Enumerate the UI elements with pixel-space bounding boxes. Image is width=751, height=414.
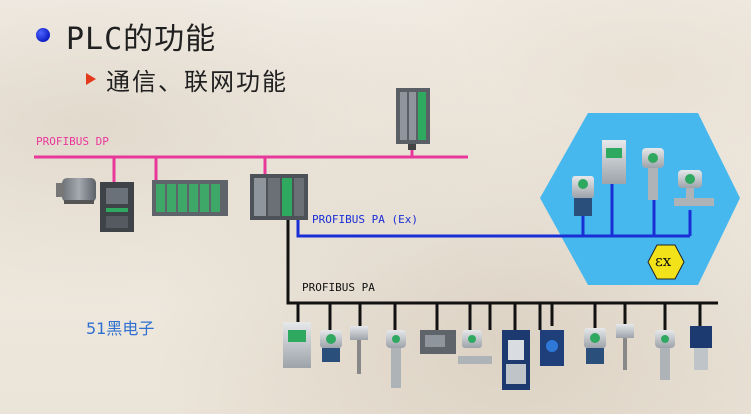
profibus-pa-bus — [286, 218, 718, 330]
pa-device-pressure-3 — [584, 328, 606, 364]
profibus-pa-label: PROFIBUS PA — [302, 281, 375, 294]
pa-device-temp-1 — [350, 326, 368, 374]
remote-io-rack — [152, 180, 228, 216]
master-plc-rack — [396, 88, 430, 150]
pa-device-valve-1 — [502, 330, 530, 390]
ex-badge-icon — [647, 244, 685, 280]
profibus-pa-ex-label: PROFIBUS PA (Ex) — [312, 213, 418, 226]
title-bullet-icon — [36, 28, 50, 42]
arrow-bullet-icon — [86, 73, 96, 85]
profibus-dp-label: PROFIBUS DP — [36, 135, 109, 148]
dp-pa-coupler — [250, 174, 308, 220]
pa-device-flow-1 — [458, 330, 492, 364]
pa-device-pressure-1 — [320, 330, 342, 362]
pa-device-radar-2 — [655, 330, 675, 380]
slide-title: PLC的功能 — [66, 22, 217, 57]
ex-field-device-4 — [674, 170, 714, 206]
pa-device-pressure-2 — [540, 330, 564, 366]
pa-device-temp-2 — [616, 324, 634, 370]
pa-device-radar-1 — [386, 330, 406, 388]
motor-drive — [56, 178, 96, 204]
pa-device-display-1 — [420, 330, 456, 354]
profibus-dp-bus — [34, 146, 468, 183]
pa-device-valve-2 — [690, 326, 712, 370]
hazardous-area-zone — [540, 113, 740, 285]
watermark-text: 51黑电子 — [86, 319, 155, 338]
ex-badge-text: εx — [655, 252, 672, 270]
slide-subtitle: 通信、联网功能 — [106, 68, 288, 96]
ex-field-device-2 — [602, 140, 626, 184]
ex-field-device-3 — [642, 148, 664, 200]
profibus-pa-ex-bus — [296, 184, 692, 238]
pa-device-transmitter-1 — [283, 322, 311, 368]
frequency-drive — [100, 182, 134, 232]
ex-field-device-1 — [572, 176, 594, 216]
